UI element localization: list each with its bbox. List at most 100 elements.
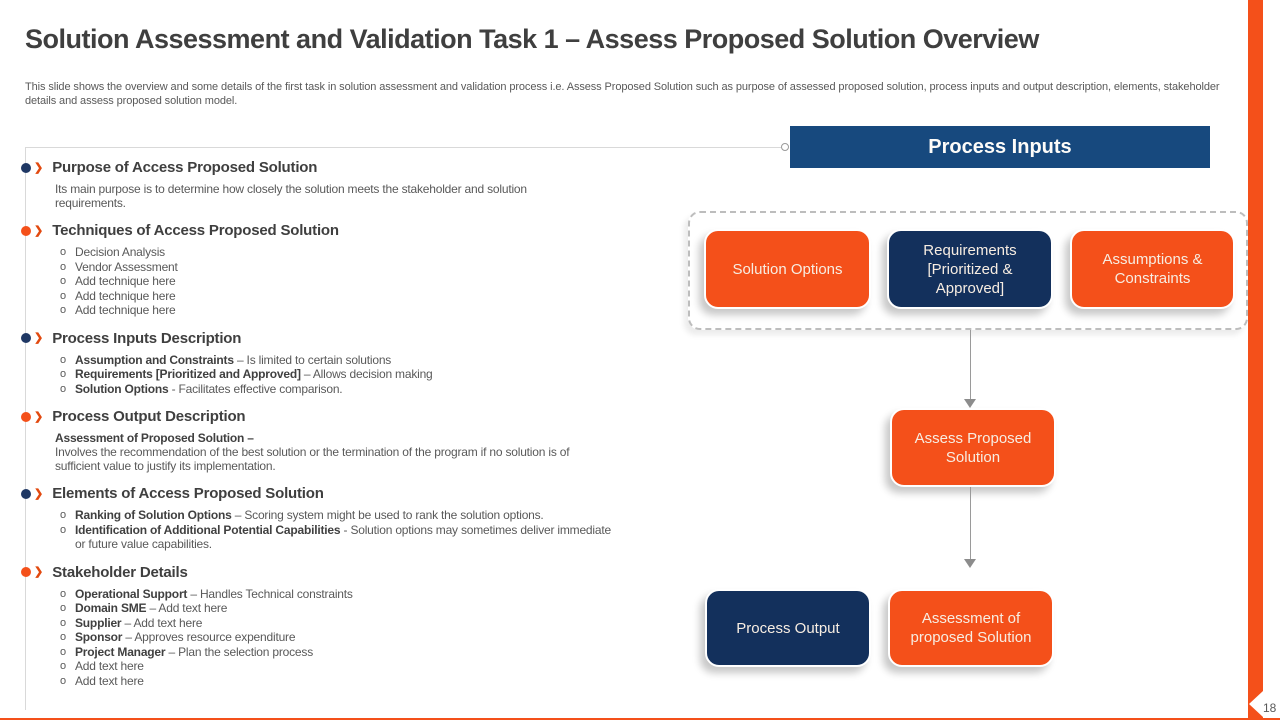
section-header-elements: ❯ Elements of Access Proposed Solution bbox=[21, 485, 661, 502]
section-lead-paragraph: Involves the recommendation of the best … bbox=[55, 445, 570, 473]
flow-line bbox=[970, 487, 971, 560]
list-item: o Domain SME – Add text here bbox=[60, 601, 620, 616]
list-item-term: Requirements [Prioritized and Approved] bbox=[75, 367, 301, 381]
assumptions-constraints-box: Assumptions & Constraints bbox=[1070, 229, 1235, 309]
bullet-navy-icon bbox=[21, 333, 31, 343]
section-title: Process Inputs Description bbox=[52, 329, 242, 347]
solution-options-box: Solution Options bbox=[704, 229, 871, 309]
page-notch-icon bbox=[1249, 691, 1263, 717]
section-header-stakeholder-details: ❯Stakeholder Details bbox=[21, 564, 661, 581]
list-item-text: Operational Support – Handles Technical … bbox=[75, 587, 353, 602]
bottom-accent-line bbox=[0, 718, 1280, 720]
list-item: o Operational Support – Handles Technical… bbox=[60, 587, 620, 602]
circle-marker-icon: o bbox=[60, 275, 66, 287]
section-process-inputs-description: ❯ Process Inputs Description o Assumption a… bbox=[21, 330, 661, 397]
list-item-desc: Add technique here bbox=[75, 274, 176, 288]
section-elements: ❯ Elements of Access Proposed Solution o Ra… bbox=[21, 485, 661, 552]
circle-marker-icon: o bbox=[60, 674, 66, 687]
list-item-text: Assumption and Constraints – Is limited … bbox=[75, 353, 391, 368]
list-item-desc: Add text here bbox=[75, 673, 144, 688]
page-title: Solution Assessment and Validation Task … bbox=[25, 24, 1039, 54]
circle-marker-icon: o bbox=[60, 260, 66, 273]
list-item-desc: - Facilitates effective comparison. bbox=[168, 381, 343, 396]
accent-bar bbox=[1248, 0, 1263, 720]
bullet-navy-icon bbox=[21, 162, 31, 173]
list-item-text: Identification of Additional Potential C… bbox=[75, 523, 620, 552]
list-item-text: Add technique here bbox=[75, 303, 176, 318]
assess-proposed-solution-box: Assess Proposed Solution bbox=[890, 408, 1056, 487]
bullet-orange-icon bbox=[21, 567, 31, 577]
section-item-list: o Assumption and Constraints – Is limited… bbox=[60, 353, 620, 397]
list-item-term: Project Manager bbox=[75, 644, 166, 659]
circle-marker-icon: o bbox=[60, 616, 66, 629]
circle-marker-icon: o bbox=[60, 523, 66, 536]
process-output-box: Process Output bbox=[705, 589, 871, 667]
section-header-process-inputs-description: ❯ Process Inputs Description bbox=[21, 330, 661, 347]
assessment-of-proposed-solution-box: Assessment of proposed Solution bbox=[888, 589, 1054, 667]
list-item: o Vendor Assessment bbox=[60, 260, 620, 275]
chevron-right-icon: ❯ bbox=[34, 224, 44, 237]
section-stakeholder-details: ❯Stakeholder Details o Operational Support… bbox=[21, 564, 661, 689]
circle-marker-icon: o bbox=[60, 382, 66, 395]
list-item-desc: Add technique here bbox=[75, 288, 176, 303]
arrow-down-icon bbox=[964, 559, 976, 568]
section-item-list: o Operational Support – Handles Technical… bbox=[60, 587, 620, 689]
list-item-term: Ranking of Solution Options bbox=[75, 508, 232, 522]
list-item-desc: Decision Analysis bbox=[75, 245, 165, 259]
list-item-desc: – Handles Technical constraints bbox=[187, 586, 353, 601]
list-item-text: Add text here bbox=[75, 674, 144, 689]
list-item-text: Vendor Assessment bbox=[75, 260, 178, 275]
section-title: Elements of Access Proposed Solution bbox=[52, 485, 324, 502]
section-title: Process Output Description bbox=[52, 408, 246, 425]
list-item-term: Domain SME bbox=[75, 601, 147, 615]
chevron-right-icon: ❯ bbox=[34, 487, 44, 500]
list-item-desc: – Add text here bbox=[121, 615, 203, 630]
list-item-term: Operational Support bbox=[75, 586, 188, 601]
circle-marker-icon: o bbox=[60, 602, 66, 614]
circle-marker-icon: o bbox=[60, 368, 66, 380]
list-item-term: Identification of Additional Potential C… bbox=[75, 522, 341, 537]
list-item: o Add technique here bbox=[60, 274, 620, 289]
list-item: o Requirements [Prioritized and Approved]… bbox=[60, 367, 620, 382]
circle-marker-icon: o bbox=[60, 631, 66, 643]
list-item-desc: – Plan the selection process bbox=[165, 644, 314, 659]
list-item-desc: – Approves resource expenditure bbox=[122, 630, 296, 644]
circle-marker-icon: o bbox=[60, 509, 66, 521]
section-header-process-output-description: ❯Process Output Description bbox=[21, 408, 661, 425]
list-item-desc: Add technique here bbox=[75, 303, 176, 317]
list-item: o Sponsor – Approves resource expenditure bbox=[60, 630, 620, 645]
list-item-text: Sponsor – Approves resource expenditure bbox=[75, 630, 296, 645]
bullet-orange-icon bbox=[21, 411, 31, 422]
circle-marker-icon: o bbox=[60, 645, 66, 658]
connector-dot bbox=[781, 143, 789, 151]
list-item-text: Ranking of Solution Options – Scoring sy… bbox=[75, 508, 544, 523]
circle-marker-icon: o bbox=[60, 660, 66, 672]
list-item-desc: – Scoring system might be used to rank t… bbox=[231, 508, 544, 522]
circle-marker-icon: o bbox=[60, 587, 66, 600]
chevron-right-icon: ❯ bbox=[34, 332, 44, 344]
flow-line bbox=[970, 330, 971, 400]
bullet-orange-icon bbox=[21, 225, 31, 236]
chevron-right-icon: ❯ bbox=[34, 566, 44, 578]
requirements-box: Requirements [Prioritized & Approved] bbox=[887, 229, 1053, 309]
list-item-text: Add text here bbox=[75, 659, 144, 674]
list-item-desc: – Allows decision making bbox=[300, 367, 433, 381]
list-item-desc: – Add text here bbox=[146, 601, 228, 615]
arrow-down-icon bbox=[964, 399, 976, 408]
list-item-desc: Vendor Assessment bbox=[75, 259, 178, 274]
process-inputs-header: Process Inputs bbox=[790, 126, 1210, 168]
list-item-text: Decision Analysis bbox=[75, 245, 165, 260]
bullet-navy-icon bbox=[21, 488, 31, 499]
list-item-desc: Add text here bbox=[75, 659, 144, 673]
slide-subtitle: This slide shows the overview and some d… bbox=[25, 81, 1220, 107]
section-item-list: o Ranking of Solution Options – Scoring s… bbox=[60, 508, 620, 552]
list-item-text: Add technique here bbox=[75, 288, 176, 304]
